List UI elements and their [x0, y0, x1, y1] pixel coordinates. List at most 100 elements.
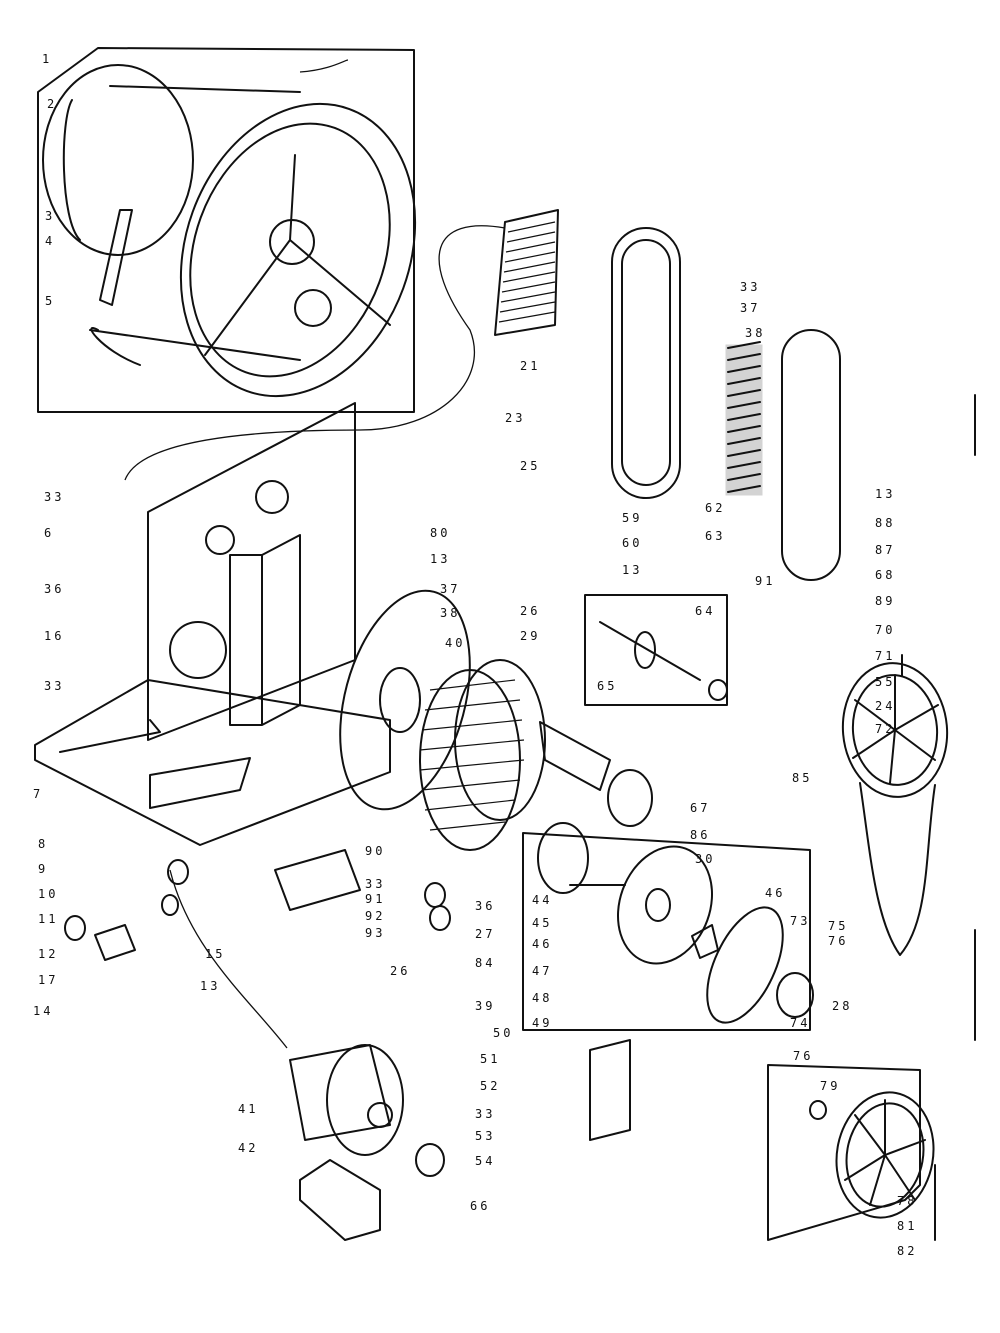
- idler-shaft: [599, 621, 701, 681]
- heater-coil-shade: [725, 344, 763, 496]
- callout-26-switch: 26: [390, 964, 410, 978]
- heater-coils: [725, 341, 763, 496]
- fuse-11: [64, 915, 86, 941]
- callout-13-controls: 13: [200, 979, 220, 993]
- controls-group: [64, 849, 631, 1141]
- drum-assembly: [37, 47, 417, 413]
- callout-87: 87: [875, 543, 895, 557]
- terminal-block-10: [94, 924, 136, 961]
- heater-housing-front: [611, 227, 681, 499]
- callout-11: 11: [38, 912, 58, 926]
- callout-24: 24: [875, 699, 895, 713]
- drum-rear-bulkhead: [189, 122, 391, 378]
- callout-65-shaft: 65: [597, 679, 617, 693]
- callout-76-belt: 76: [828, 934, 848, 948]
- cabinet-rear-panel: [34, 289, 391, 846]
- callout-86: 86: [690, 828, 710, 842]
- callout-30-fan: 30: [695, 852, 715, 866]
- callout-33-base: 33: [44, 679, 64, 693]
- callout-91-top: 91: [755, 574, 775, 588]
- fan-disc-hole: [645, 888, 671, 922]
- rear-vent-hole-2: [255, 480, 289, 514]
- idler-bearing: [708, 679, 728, 701]
- callout-53: 53: [475, 1129, 495, 1143]
- callout-27: 27: [475, 927, 495, 941]
- blower-wheel-vanes: [419, 679, 525, 831]
- motor-assembly: [169, 869, 445, 1241]
- drum-seal: [62, 99, 141, 366]
- fan-module: [522, 822, 814, 1031]
- blower-back-plate: [339, 589, 471, 811]
- drive-pulley: [841, 662, 949, 798]
- callout-6: 6: [44, 526, 54, 540]
- callout-54: 54: [475, 1154, 495, 1168]
- callout-75: 75: [828, 919, 848, 933]
- callout-47: 47: [532, 964, 552, 978]
- blower-wheel: [419, 669, 521, 851]
- callout-26-shaft: 26: [520, 604, 540, 618]
- base-opening: [149, 757, 251, 809]
- drum-rear-rim: [179, 102, 417, 398]
- callout-29: 29: [520, 629, 540, 643]
- callout-10: 10: [38, 887, 58, 901]
- motor-pulley-spokes: [844, 1099, 926, 1206]
- callout-36-switch: 36: [475, 899, 495, 913]
- rear-panel-port: [169, 621, 227, 679]
- callout-90: 90: [365, 844, 385, 858]
- blower-duct: [539, 721, 611, 791]
- base-slot: [59, 719, 161, 753]
- motor-pulley-wheel: [835, 1091, 935, 1219]
- callout-45: 45: [532, 916, 552, 930]
- callout-55: 55: [875, 675, 895, 689]
- callout-42: 42: [238, 1141, 258, 1155]
- drive-pulley-spokes: [852, 674, 939, 784]
- lint-leader: [124, 225, 506, 481]
- callout-91-switch: 91: [365, 892, 385, 906]
- callout-23: 23: [505, 411, 525, 425]
- motor-end-bell: [326, 1044, 404, 1156]
- callout-9: 9: [38, 862, 48, 876]
- callout-4: 4: [45, 234, 55, 248]
- heater-housing-rear: [781, 329, 841, 581]
- drive-belt: [859, 782, 936, 956]
- fan-cover: [706, 906, 784, 1024]
- callout-38-heater: 38: [745, 326, 765, 340]
- callout-82: 82: [897, 1244, 917, 1258]
- drum-shell-edges: [89, 85, 301, 361]
- fan-disc: [616, 845, 714, 965]
- callout-51: 51: [480, 1052, 500, 1066]
- switch-27: [424, 882, 446, 908]
- motor-pulley: [415, 1143, 445, 1177]
- drive-pulley-inner: [851, 674, 939, 786]
- callout-79: 79: [820, 1079, 840, 1093]
- cabinet-base: [34, 679, 391, 846]
- callout-60: 60: [622, 536, 642, 550]
- motor-shaft: [367, 1102, 393, 1128]
- motor-pulley-wheel-inner: [845, 1102, 925, 1208]
- callout-25: 25: [520, 459, 540, 473]
- callout-13-panel: 13: [430, 552, 450, 566]
- drum-baffle: [99, 209, 133, 306]
- callout-17: 17: [38, 973, 58, 987]
- heater-coil-rows: [727, 341, 761, 493]
- callout-labels: 1 2 3 4 5 21 23 33 37 38 25 59 62 63 13 …: [33, 52, 917, 1258]
- callout-13-heater: 13: [875, 487, 895, 501]
- callout-92: 92: [365, 909, 385, 923]
- callout-3: 3: [45, 209, 55, 223]
- heater-housing-inner: [621, 239, 671, 486]
- fan-pulley: [776, 972, 814, 1018]
- callout-46-fan: 46: [532, 937, 552, 951]
- drum-hub: [269, 219, 315, 265]
- callout-44: 44: [532, 893, 552, 907]
- callout-5: 5: [45, 294, 55, 308]
- callout-21: 21: [520, 359, 540, 373]
- callout-80: 80: [430, 526, 450, 540]
- drive-pulley-assembly: [841, 654, 949, 956]
- blower-wheel-rim: [454, 659, 546, 821]
- callout-78: 78: [897, 1194, 917, 1208]
- callout-67: 67: [690, 801, 710, 815]
- rear-panel: [147, 402, 356, 741]
- callout-49: 49: [532, 1016, 552, 1030]
- callout-15: 15: [205, 947, 225, 961]
- idler-shaft-assembly: [584, 594, 728, 706]
